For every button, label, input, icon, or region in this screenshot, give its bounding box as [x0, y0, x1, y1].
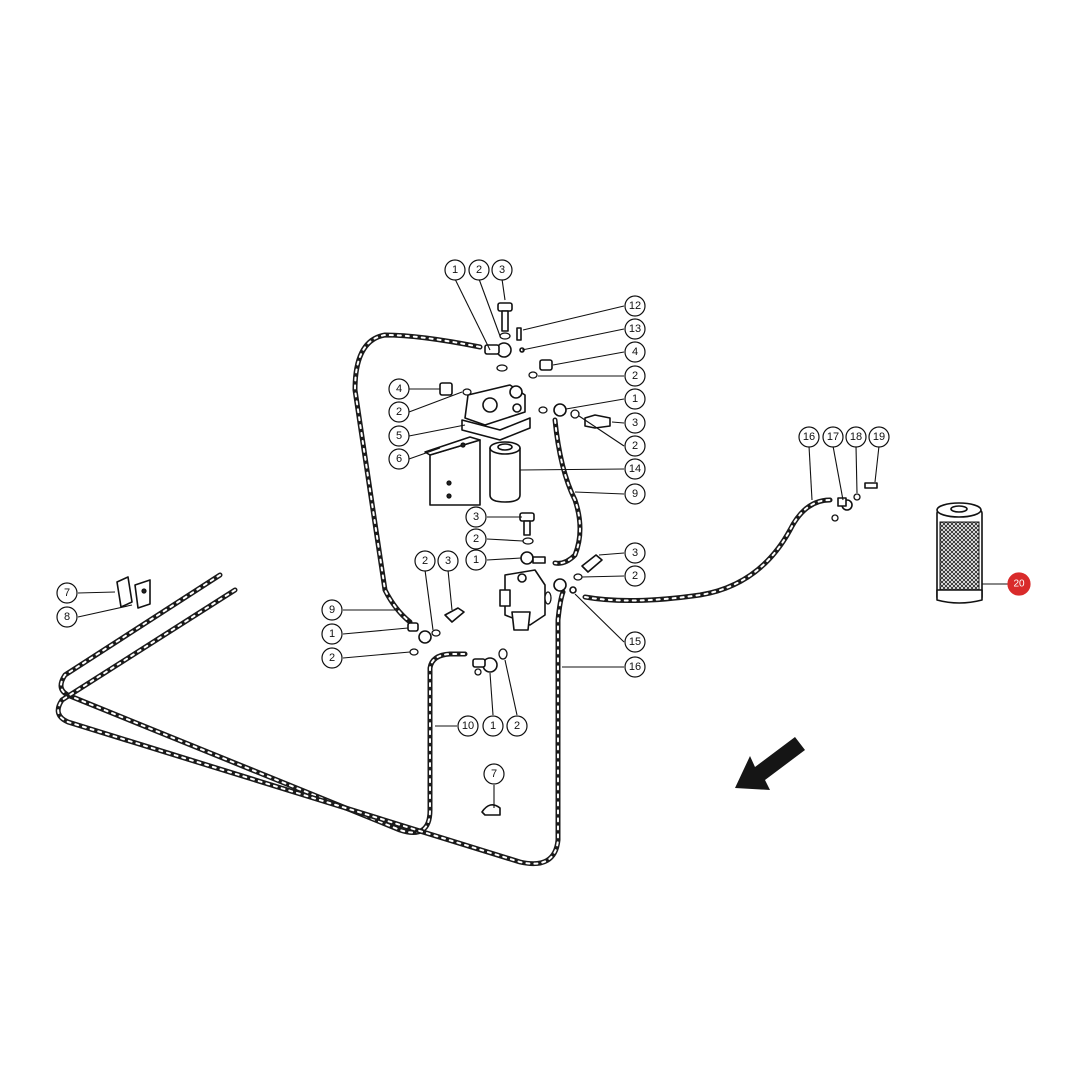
callout-label: 5: [396, 430, 402, 442]
callout-1: 1: [465, 549, 487, 571]
callouts: 1 2 3 12 13 4 2 4 1 2 3 5 2 6 14 9 16 17…: [56, 259, 1031, 785]
callout-2: 2: [414, 550, 436, 572]
callout-label: 1: [452, 264, 458, 276]
callout-label: 8: [64, 611, 70, 623]
callout-label: 19: [873, 431, 885, 443]
pump-side-fittings: [573, 554, 603, 581]
callout-label: 20: [1013, 579, 1025, 590]
callout-label: 2: [632, 370, 638, 382]
callout-10: 10: [457, 715, 479, 737]
callout-label: 3: [473, 511, 479, 523]
callout-label: 2: [476, 264, 482, 276]
callout-label: 2: [329, 652, 335, 664]
callout-label: 6: [396, 453, 402, 465]
fuel-lift-pump: [499, 569, 577, 631]
callout-label: 10: [462, 720, 474, 732]
callout-label: 16: [629, 661, 641, 673]
callout-13: 13: [624, 318, 646, 340]
hose-clamp-bottom: [481, 804, 501, 816]
callout-16: 16: [624, 656, 646, 678]
callout-label: 9: [329, 604, 335, 616]
callout-label: 1: [473, 554, 479, 566]
callout-4: 4: [624, 341, 646, 363]
callout-12: 12: [624, 295, 646, 317]
callout-2: 2: [624, 565, 646, 587]
callout-3: 3: [624, 542, 646, 564]
callout-2: 2: [624, 365, 646, 387]
left-lower-fittings: [407, 607, 508, 676]
callout-label: 2: [396, 406, 402, 418]
fuel-filter-cartridge: [489, 441, 521, 503]
callout-2: 2: [624, 435, 646, 457]
callout-3: 3: [491, 259, 513, 281]
callout-label: 3: [499, 264, 505, 276]
callout-1: 1: [444, 259, 466, 281]
callout-label: 2: [514, 720, 520, 732]
top-fittings: [439, 302, 611, 429]
callout-4: 4: [388, 378, 410, 400]
callout-label: 2: [632, 570, 638, 582]
mounting-bracket: [424, 436, 481, 506]
callout-label: 1: [632, 393, 638, 405]
fuel-hose-9-left: [352, 332, 483, 625]
callout-2: 2: [468, 259, 490, 281]
callout-15: 15: [624, 631, 646, 653]
replacement-filter-element: [936, 502, 983, 604]
callout-label: 1: [490, 720, 496, 732]
callout-label: 2: [473, 533, 479, 545]
callout-9: 9: [624, 483, 646, 505]
callout-19: 19: [868, 426, 890, 448]
callout-1: 1: [482, 715, 504, 737]
callout-2: 2: [465, 528, 487, 550]
callout-2: 2: [388, 401, 410, 423]
callout-label: 18: [850, 431, 862, 443]
callout-label: 2: [422, 555, 428, 567]
leader-lines: [77, 278, 1008, 808]
callout-5: 5: [388, 425, 410, 447]
hose-clamp-left: [116, 576, 151, 609]
fuel-return-line: [55, 572, 566, 867]
callout-label: 15: [629, 636, 641, 648]
callout-label: 1: [329, 628, 335, 640]
callout-20-highlighted: 20: [1007, 572, 1031, 596]
callout-2: 2: [506, 715, 528, 737]
direction-arrow: [735, 737, 805, 790]
pump-mount-fittings: [519, 512, 546, 565]
callout-label: 3: [632, 417, 638, 429]
callout-label: 16: [803, 431, 815, 443]
callout-label: 12: [629, 300, 641, 312]
callout-9: 9: [321, 599, 343, 621]
callout-label: 13: [629, 323, 641, 335]
callout-label: 17: [827, 431, 839, 443]
callout-label: 9: [632, 488, 638, 500]
callout-8: 8: [56, 606, 78, 628]
callout-3: 3: [465, 506, 487, 528]
callout-label: 3: [445, 555, 451, 567]
callout-label: 14: [629, 463, 641, 475]
fuel-hose-9-right: [552, 417, 583, 566]
filter-head: [461, 384, 531, 441]
callout-label: 2: [632, 440, 638, 452]
fuel-hose-16: [582, 497, 833, 604]
callout-label: 3: [632, 547, 638, 559]
callout-1: 1: [321, 623, 343, 645]
callout-label: 4: [632, 346, 638, 358]
callout-1: 1: [624, 388, 646, 410]
callout-label: 7: [64, 587, 70, 599]
callout-18: 18: [845, 426, 867, 448]
callout-3: 3: [437, 550, 459, 572]
hose-16-end-fittings: [831, 482, 878, 522]
callout-14: 14: [624, 458, 646, 480]
callout-17: 17: [822, 426, 844, 448]
callout-2: 2: [321, 647, 343, 669]
callout-3: 3: [624, 412, 646, 434]
callout-label: 4: [396, 383, 402, 395]
callout-16: 16: [798, 426, 820, 448]
callout-label: 7: [491, 768, 497, 780]
callout-6: 6: [388, 448, 410, 470]
callout-7: 7: [483, 763, 505, 785]
callout-7: 7: [56, 582, 78, 604]
